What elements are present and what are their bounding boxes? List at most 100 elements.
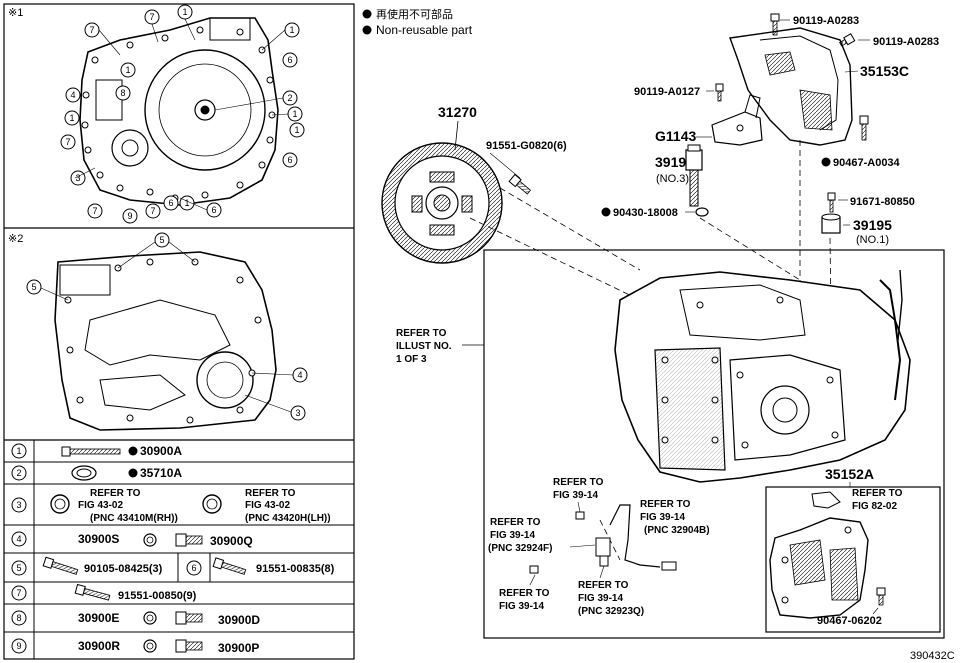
table-row: 35710A bbox=[71, 465, 182, 481]
bolt-icon bbox=[529, 565, 539, 574]
svg-text:FIG 39-14: FIG 39-14 bbox=[578, 593, 623, 604]
svg-text:ILLUST NO.: ILLUST NO. bbox=[396, 341, 452, 352]
speed-sensor-drawing bbox=[685, 144, 703, 207]
bolt-icon bbox=[42, 556, 79, 575]
part-number: 90119-A0283 bbox=[873, 36, 939, 48]
transmission-rear-view-drawing bbox=[54, 251, 277, 431]
inset-1-leader-lines bbox=[74, 18, 289, 211]
svg-text:9: 9 bbox=[127, 211, 132, 221]
part-number: 30900P bbox=[218, 641, 259, 655]
refer-fig-39-14-pnc-32924f: REFER TO FIG 39-14 (PNC 32924F) bbox=[488, 517, 552, 554]
svg-text:3: 3 bbox=[295, 408, 300, 418]
refer-fig-82-02: REFER TO FIG 82-02 bbox=[852, 488, 903, 512]
svg-text:7: 7 bbox=[150, 206, 155, 216]
svg-text:1: 1 bbox=[184, 198, 189, 208]
part-number: 30900D bbox=[218, 613, 260, 627]
part-number: 90119-A0127 bbox=[634, 86, 700, 98]
parts-reference-table: 1 2 3 4 5 6 7 8 9 30900A 35710A bbox=[4, 440, 354, 659]
svg-text:4: 4 bbox=[70, 90, 75, 100]
non-reusable-marker-icon bbox=[128, 468, 138, 478]
svg-text:7: 7 bbox=[16, 588, 21, 598]
inset-1: ※1 bbox=[8, 4, 305, 224]
svg-text:7: 7 bbox=[89, 25, 94, 35]
svg-text:7: 7 bbox=[92, 206, 97, 216]
part-number: 91551-00835(8) bbox=[256, 563, 335, 575]
ring-icon bbox=[143, 533, 157, 547]
svg-text:REFER TO: REFER TO bbox=[90, 488, 141, 499]
clip-icon bbox=[859, 115, 869, 141]
figure-id: 390432C bbox=[910, 650, 955, 662]
legend: 再使用不可部品 Non-reusable part bbox=[362, 7, 473, 37]
part-number: 30900R bbox=[78, 639, 120, 653]
svg-text:2: 2 bbox=[16, 468, 21, 478]
part-number: 35152A bbox=[825, 466, 874, 482]
inset-2-callouts bbox=[26, 232, 308, 421]
legend-english: Non-reusable part bbox=[376, 23, 473, 37]
valve-body-subframe bbox=[765, 486, 941, 633]
svg-text:3: 3 bbox=[75, 173, 80, 183]
refer-fig-39-14-bottom: REFER TO FIG 39-14 bbox=[499, 588, 550, 612]
table-row: REFER TO FIG 43-02 (PNC 43410M(RH)) REFE… bbox=[50, 488, 331, 524]
part-number: 39195 bbox=[655, 154, 694, 170]
svg-text:1: 1 bbox=[289, 25, 294, 35]
gasket-icon bbox=[695, 207, 709, 217]
transmission-front-view-drawing bbox=[79, 17, 279, 206]
svg-text:5: 5 bbox=[31, 282, 36, 292]
inset-2-callout-labels: 5 5 4 3 bbox=[31, 235, 302, 418]
non-reusable-marker-icon bbox=[821, 157, 831, 167]
svg-text:6: 6 bbox=[287, 155, 292, 165]
svg-text:REFER TO: REFER TO bbox=[490, 517, 541, 528]
transmission-assembly-drawing bbox=[614, 269, 911, 483]
valve-body-drawing bbox=[769, 491, 869, 619]
part-number: 39195 bbox=[853, 217, 892, 233]
table-row: 91551-00850(9) bbox=[74, 583, 197, 602]
svg-text:FIG 39-14: FIG 39-14 bbox=[499, 601, 544, 612]
part-note: (NO.3) bbox=[656, 173, 689, 185]
svg-text:1: 1 bbox=[182, 7, 187, 17]
svg-text:1: 1 bbox=[292, 109, 297, 119]
non-reusable-marker-icon bbox=[362, 9, 372, 19]
svg-text:REFER TO: REFER TO bbox=[852, 488, 903, 499]
legend-japanese: 再使用不可部品 bbox=[376, 7, 453, 21]
non-reusable-marker-icon bbox=[128, 446, 138, 456]
part-number: G1143 bbox=[655, 128, 696, 144]
svg-text:1: 1 bbox=[125, 65, 130, 75]
speed-sensor-drawing bbox=[821, 213, 841, 234]
transmission-assembly-frame bbox=[483, 249, 945, 639]
svg-text:1: 1 bbox=[69, 113, 74, 123]
bolt-icon bbox=[876, 587, 886, 606]
table-row: 90105-08425(3) 91551-00835(8) bbox=[42, 556, 335, 575]
svg-text:1: 1 bbox=[294, 125, 299, 135]
refer-text-rh: REFER TO FIG 43-02 (PNC 43410M(RH)) bbox=[78, 488, 178, 524]
clutch-disc-31270: 31270 bbox=[381, 104, 503, 264]
svg-text:FIG 39-14: FIG 39-14 bbox=[553, 490, 598, 501]
left-panel-frame bbox=[3, 3, 355, 660]
svg-text:(PNC 32923Q): (PNC 32923Q) bbox=[578, 606, 644, 617]
bracket-35153c: 35153C bbox=[729, 27, 909, 146]
svg-text:6: 6 bbox=[191, 563, 196, 573]
svg-text:5: 5 bbox=[16, 563, 21, 573]
refer-fig-39-14-pnc-32923q: REFER TO FIG 39-14 (PNC 32923Q) bbox=[578, 580, 644, 617]
plug-icon bbox=[175, 611, 203, 625]
bolt-icon bbox=[575, 511, 585, 520]
svg-text:6: 6 bbox=[168, 198, 173, 208]
table-row: 30900R 30900P bbox=[78, 639, 259, 655]
non-reusable-marker-icon bbox=[362, 25, 372, 35]
svg-text:4: 4 bbox=[297, 370, 302, 380]
table-row-numbers: 1 2 3 4 5 6 7 8 9 bbox=[16, 446, 196, 651]
part-number: 90467-06202 bbox=[817, 615, 882, 627]
svg-text:8: 8 bbox=[120, 88, 125, 98]
bolt-icon bbox=[212, 557, 247, 575]
table-row: 30900A bbox=[61, 444, 182, 458]
part-number: 30900E bbox=[78, 611, 119, 625]
svg-text:FIG 43-02: FIG 43-02 bbox=[245, 500, 290, 511]
svg-text:REFER TO: REFER TO bbox=[245, 488, 296, 499]
non-reusable-marker-icon bbox=[601, 207, 611, 217]
part-number: 91671-80850 bbox=[850, 196, 915, 208]
svg-text:5: 5 bbox=[159, 235, 164, 245]
inset-1-mark: ※1 bbox=[8, 7, 23, 19]
svg-text:REFER TO: REFER TO bbox=[553, 477, 604, 488]
svg-text:7: 7 bbox=[65, 137, 70, 147]
refer-text-lh: REFER TO FIG 43-02 (PNC 43420H(LH)) bbox=[245, 488, 331, 524]
svg-text:(PNC 43420H(LH)): (PNC 43420H(LH)) bbox=[245, 513, 331, 524]
